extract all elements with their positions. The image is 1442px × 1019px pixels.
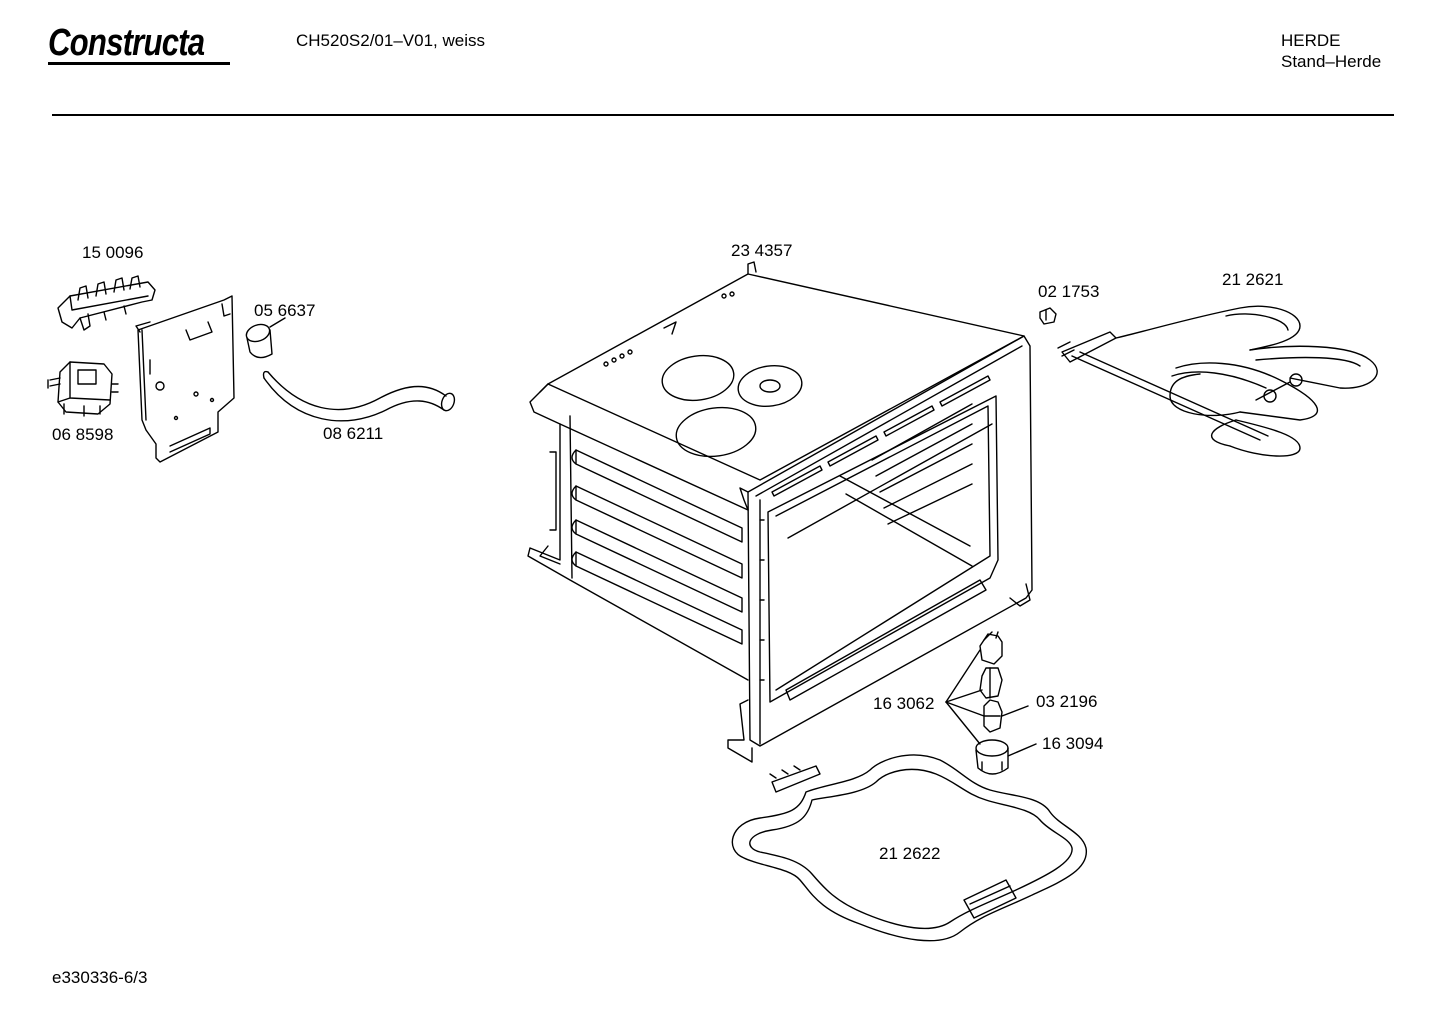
hose-drawing: [262, 370, 456, 422]
grill-element-drawing: [1057, 305, 1378, 457]
leader-163094: [1007, 743, 1037, 757]
switch-drawing: [47, 361, 119, 417]
part-label-212622: 21 2622: [879, 844, 941, 863]
sleeve-cap-drawing: [245, 323, 273, 359]
brand-logo: Constructa: [48, 22, 205, 64]
leader-056637: [269, 317, 286, 328]
drawing-id: e330336-6/3: [52, 968, 148, 987]
leader-163062-a: [945, 649, 981, 703]
part-label-032196: 03 2196: [1036, 692, 1098, 711]
part-label-068598: 06 8598: [52, 425, 114, 444]
leader-163062-d: [945, 701, 981, 745]
leader-163062-b: [945, 689, 983, 703]
leader-163062-c: [945, 701, 985, 717]
leader-032196: [1001, 705, 1029, 717]
oven-cavity-drawing: [527, 261, 1033, 763]
brand-logo-underline: [48, 62, 230, 65]
part-label-234357: 23 4357: [731, 241, 793, 260]
part-label-163062: 16 3062: [873, 694, 935, 713]
header-divider: [52, 114, 1394, 116]
part-label-056637: 05 6637: [254, 301, 316, 320]
part-label-086211: 08 6211: [323, 424, 384, 443]
mounting-bracket-drawing: [135, 295, 235, 463]
model-number: CH520S2/01–V01, weiss: [296, 31, 486, 50]
part-label-212621: 21 2621: [1222, 270, 1284, 289]
bottom-element-drawing: [731, 754, 1087, 942]
category-label: HERDE: [1281, 31, 1341, 50]
part-label-150096: 15 0096: [82, 243, 144, 262]
part-label-021753: 02 1753: [1038, 282, 1100, 301]
part-label-163094: 16 3094: [1042, 734, 1104, 753]
subcategory-label: Stand–Herde: [1281, 52, 1382, 71]
clip-drawing: [1039, 307, 1057, 325]
terminal-block-drawing: [57, 275, 156, 331]
oven-lamp-drawing: [975, 631, 1009, 775]
